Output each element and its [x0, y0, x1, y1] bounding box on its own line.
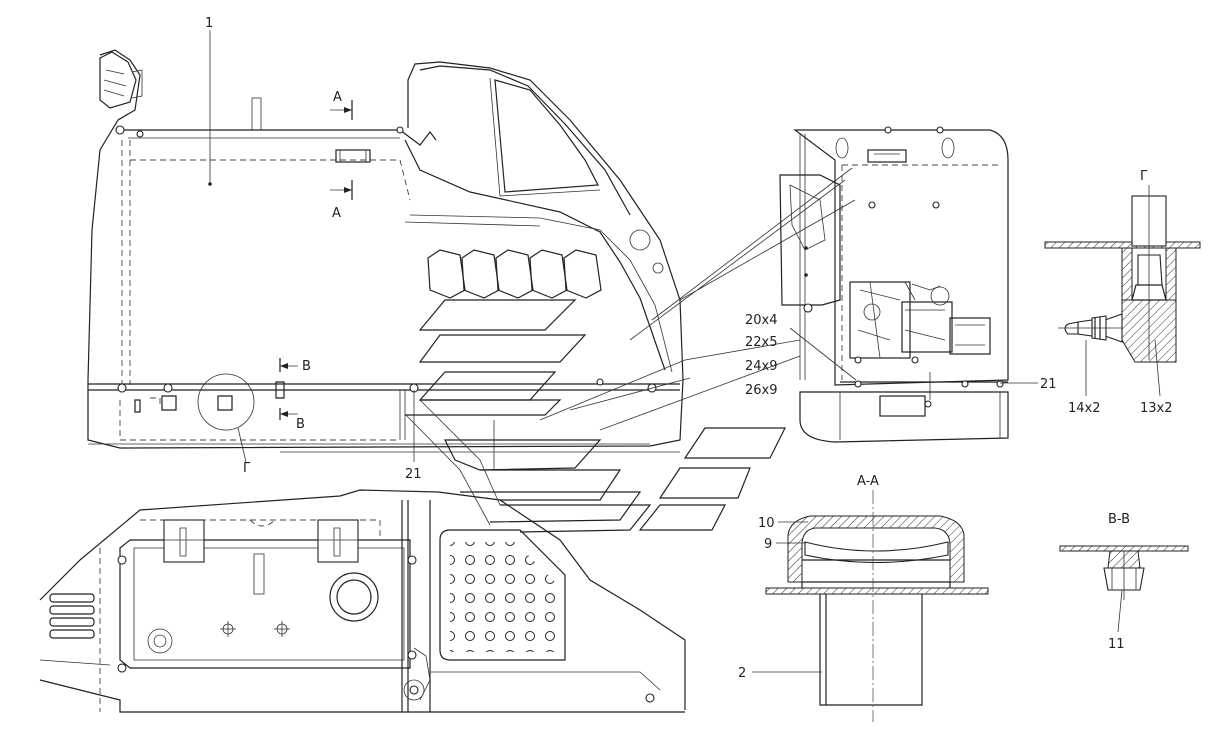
callout-part-2: 2 [738, 666, 746, 681]
callout-part-10: 10 [758, 516, 775, 531]
svg-text:A: A [332, 206, 341, 221]
callout-part-9: 9 [764, 537, 772, 552]
svg-text:A: A [333, 90, 342, 105]
callout-part-1: 1 [205, 16, 213, 31]
detail-circle-g [197, 373, 255, 431]
svg-text:B: B [302, 359, 311, 374]
plan-view [39, 489, 686, 713]
section-b-marker: B B [279, 358, 311, 432]
callout-qty-13: 13x2 [1140, 401, 1173, 416]
callout-qty-20: 20x4 [745, 313, 778, 328]
pump-assembly [849, 281, 991, 364]
callout-qty-26: 26x9 [745, 383, 778, 398]
plan-vent-grille [49, 593, 95, 639]
exploded-panels [404, 167, 856, 533]
section-a-marker: A A [330, 90, 353, 221]
side-vent-slots [427, 249, 602, 299]
callout-part-21-right: 21 [1040, 377, 1057, 392]
plan-bolts [117, 555, 655, 703]
callout-qty-14: 14x2 [1068, 401, 1101, 416]
callout-qty-24: 24x9 [745, 359, 778, 374]
section-aa-title: A-A [857, 474, 879, 489]
floor-bolts [115, 125, 657, 393]
detail-g-title: Г [1140, 169, 1148, 184]
callout-qty-22: 22x5 [745, 335, 778, 350]
svg-text:B: B [296, 417, 305, 432]
main-side-view: Г 1 A A B B 21 [87, 16, 684, 482]
callout-part-11: 11 [1108, 637, 1125, 652]
callout-part-21-left: 21 [405, 467, 422, 482]
section-aa-view: A-A 10 9 2 [738, 474, 989, 722]
perforated-panel [439, 529, 566, 661]
section-bb-title: B-B [1108, 512, 1130, 527]
detail-g-label: Г [243, 461, 251, 476]
section-bb-view: B-B 11 [1059, 512, 1189, 652]
detail-g-view: Г 14x2 13x2 [1044, 169, 1201, 416]
front-view: 21 20x4 22x5 24x9 26x9 [745, 126, 1057, 443]
